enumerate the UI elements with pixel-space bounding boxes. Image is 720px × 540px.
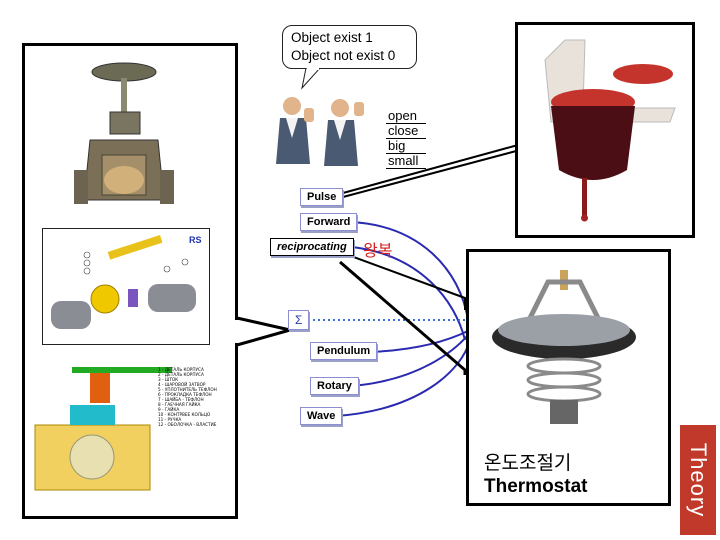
arc-rotary bbox=[351, 334, 469, 387]
bubble-line-exist: Object exist 1 bbox=[291, 30, 373, 45]
theory-tab-label: Theory bbox=[686, 442, 711, 518]
pulse-to-cup-line-2 bbox=[342, 149, 521, 198]
cup-dispenser-image bbox=[544, 39, 676, 222]
part-9: 9 - ГАЙКА bbox=[158, 407, 180, 412]
arc-wave bbox=[335, 339, 471, 417]
businessmen-thumbs-image bbox=[276, 97, 364, 166]
part-4: 4 - ШАРОВОЙ ЗАТВОР bbox=[158, 382, 206, 387]
thermostat-korean-label: 온도조절기 bbox=[484, 453, 572, 474]
rotary-button[interactable]: Rotary bbox=[310, 377, 359, 395]
bubble-line-not-exist: Object not exist 0 bbox=[291, 48, 396, 63]
thermostat-english-label: Thermostat bbox=[484, 476, 588, 497]
part-5: 5 - УПЛОТНИТЕЛЬ ТЕФЛОН bbox=[158, 387, 217, 392]
svg-text:RS: RS bbox=[189, 235, 202, 245]
part-3: 3 - ШТОК bbox=[158, 377, 179, 382]
part-7: 7 - ШАЙБА - ТЕФЛОН bbox=[158, 397, 204, 402]
word-open: open bbox=[386, 109, 426, 124]
part-2: 2 - ДЕТАЛЬ КОРПУСА bbox=[158, 372, 204, 377]
reciprocating-button[interactable]: reciprocating bbox=[270, 238, 354, 256]
pointer-lines bbox=[339, 144, 521, 375]
thermostat-image bbox=[492, 270, 636, 424]
pulse-button[interactable]: Pulse bbox=[300, 188, 344, 206]
reciprocating-to-thermostat bbox=[339, 251, 466, 310]
ball-valve-section-image: 1 - ДЕТАЛЬ КОРПУСА 2 - ДЕТАЛЬ КОРПУСА 3 … bbox=[30, 365, 230, 505]
pendulum-button[interactable]: Pendulum bbox=[310, 342, 378, 360]
speech-bubble: Object exist 1 Object not exist 0 bbox=[282, 25, 417, 69]
sigma-button[interactable]: Σ bbox=[288, 310, 310, 330]
arc-reciprocating bbox=[351, 246, 466, 341]
reciprocating-to-thermostat-2 bbox=[339, 260, 467, 375]
word-small: small bbox=[386, 154, 426, 169]
word-close: close bbox=[386, 124, 426, 139]
arc-forward bbox=[349, 221, 469, 321]
part-11: 11 - РУЧКА bbox=[158, 417, 182, 422]
bubble-tail bbox=[301, 68, 321, 90]
parts-list: 1 - ДЕТАЛЬ КОРПУСА 2 - ДЕТАЛЬ КОРПУСА 3 … bbox=[158, 367, 230, 427]
gate-valve-image bbox=[74, 62, 174, 204]
part-10: 10 - КОНТРВЕЕ КОЛЬЦО bbox=[158, 412, 211, 417]
korean-reciprocating-label: 왕복 bbox=[363, 243, 393, 260]
state-word-list: open close big small bbox=[386, 109, 426, 169]
forward-button[interactable]: Forward bbox=[300, 213, 358, 231]
part-12: 12 - ОБОЛОЧКА - ВЛАСТИЕ bbox=[158, 422, 217, 427]
part-1: 1 - ДЕТАЛЬ КОРПУСА bbox=[158, 367, 204, 372]
motion-arcs bbox=[335, 221, 471, 417]
thermostat-panel bbox=[466, 249, 671, 506]
theory-tab[interactable]: Theory bbox=[680, 425, 716, 535]
word-big: big bbox=[386, 139, 426, 154]
part-8: 8 - ГАЕЧНАЯ ГАЙКА bbox=[158, 402, 201, 407]
ball-valve-exploded-image: RS bbox=[42, 228, 210, 345]
wave-button[interactable]: Wave bbox=[300, 407, 343, 425]
part-6: 6 - ПРОКЛАДКА ТЕФЛОН bbox=[158, 392, 212, 397]
arc-pendulum bbox=[369, 329, 471, 353]
pulse-to-cup-line bbox=[342, 144, 519, 194]
